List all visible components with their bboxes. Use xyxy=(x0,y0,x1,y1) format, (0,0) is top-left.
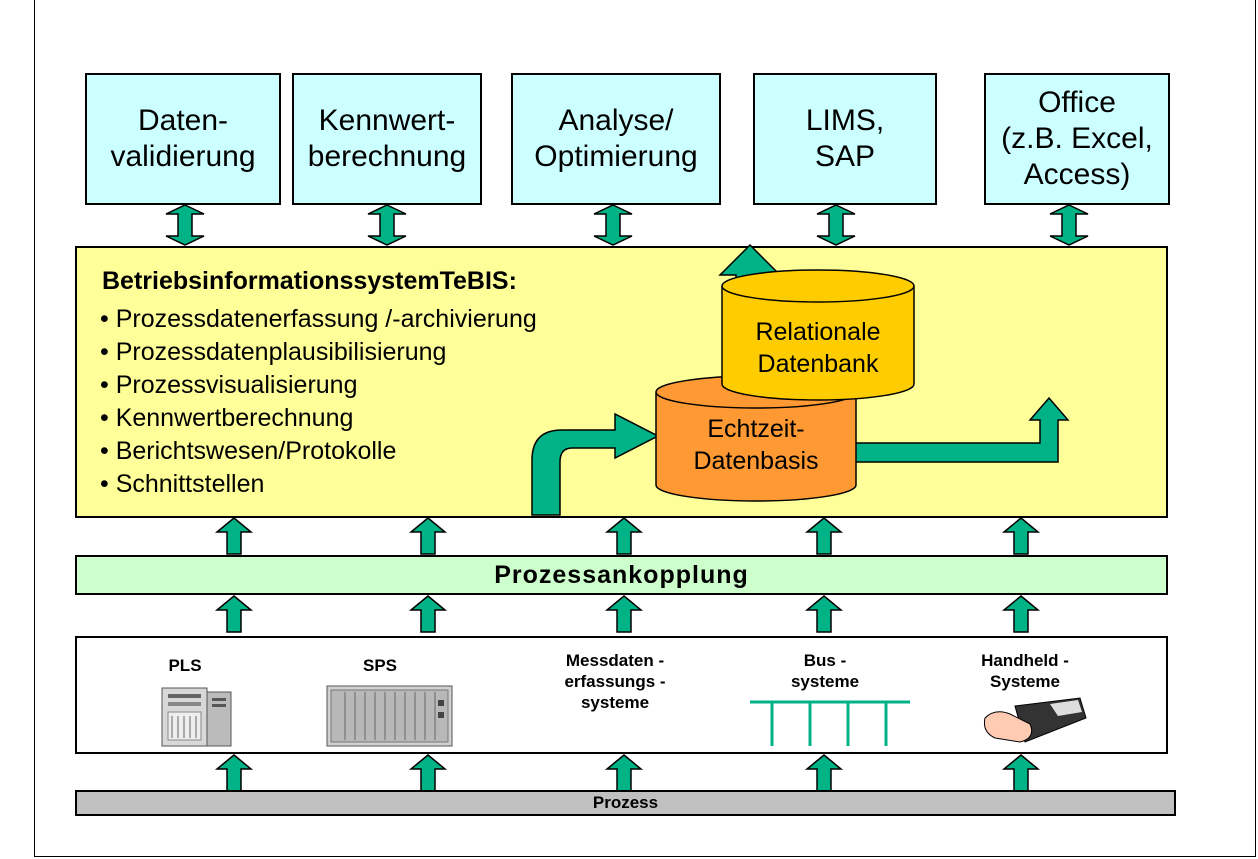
feature-item: Prozessvisualisierung xyxy=(100,369,537,402)
handheld-device-icon xyxy=(984,697,1087,743)
feature-item: Kennwertberechnung xyxy=(100,402,537,435)
relational-db-label: Relationale Datenbank xyxy=(755,318,881,378)
source-label-messdaten: Messdaten - erfassungs - systeme xyxy=(564,651,666,712)
relational-db-cylinder xyxy=(721,269,915,401)
tebis-feature-list: Prozessdatenerfassung /-archivierung Pro… xyxy=(100,303,537,501)
app-box-office: Office (z.B. Excel, Access) xyxy=(984,73,1170,205)
app-box-analyse: Analyse/ Optimierung xyxy=(511,73,721,205)
feature-item: Berichtswesen/Protokolle xyxy=(100,435,537,468)
app-box-datenvalidierung: Daten- validierung xyxy=(85,73,281,205)
diagram-frame xyxy=(34,0,1256,857)
pls-computer-icon xyxy=(161,687,232,747)
process-bar: Prozess xyxy=(75,790,1176,816)
curved-inflow-arrow xyxy=(531,412,660,516)
realtime-to-relational-arrow xyxy=(854,396,1070,463)
source-label-bus: Bus - systeme xyxy=(790,651,860,691)
process-coupling-label: Prozessankopplung xyxy=(494,560,749,589)
feature-item: Prozessdatenerfassung /-archivierung xyxy=(100,303,537,336)
app-box-lims: LIMS, SAP xyxy=(753,73,937,205)
source-label-handheld: Handheld - Systeme xyxy=(981,651,1069,691)
bus-system-icon xyxy=(750,700,910,746)
sps-rack-icon xyxy=(326,685,453,747)
feature-item: Schnittstellen xyxy=(100,468,537,501)
process-coupling-bar: Prozessankopplung xyxy=(75,555,1168,595)
source-label-pls: PLS xyxy=(168,656,202,675)
source-label-sps: SPS xyxy=(362,656,398,675)
tebis-title: BetriebsinformationssystemTeBIS: xyxy=(102,267,517,295)
realtime-db-label: Echtzeit- Datenbasis xyxy=(693,415,819,475)
app-box-kennwertberechnung: Kennwert- berechnung xyxy=(292,73,482,205)
sources-box xyxy=(75,636,1168,754)
process-label: Prozess xyxy=(592,793,659,812)
feature-item: Prozessdatenplausibilisierung xyxy=(100,336,537,369)
